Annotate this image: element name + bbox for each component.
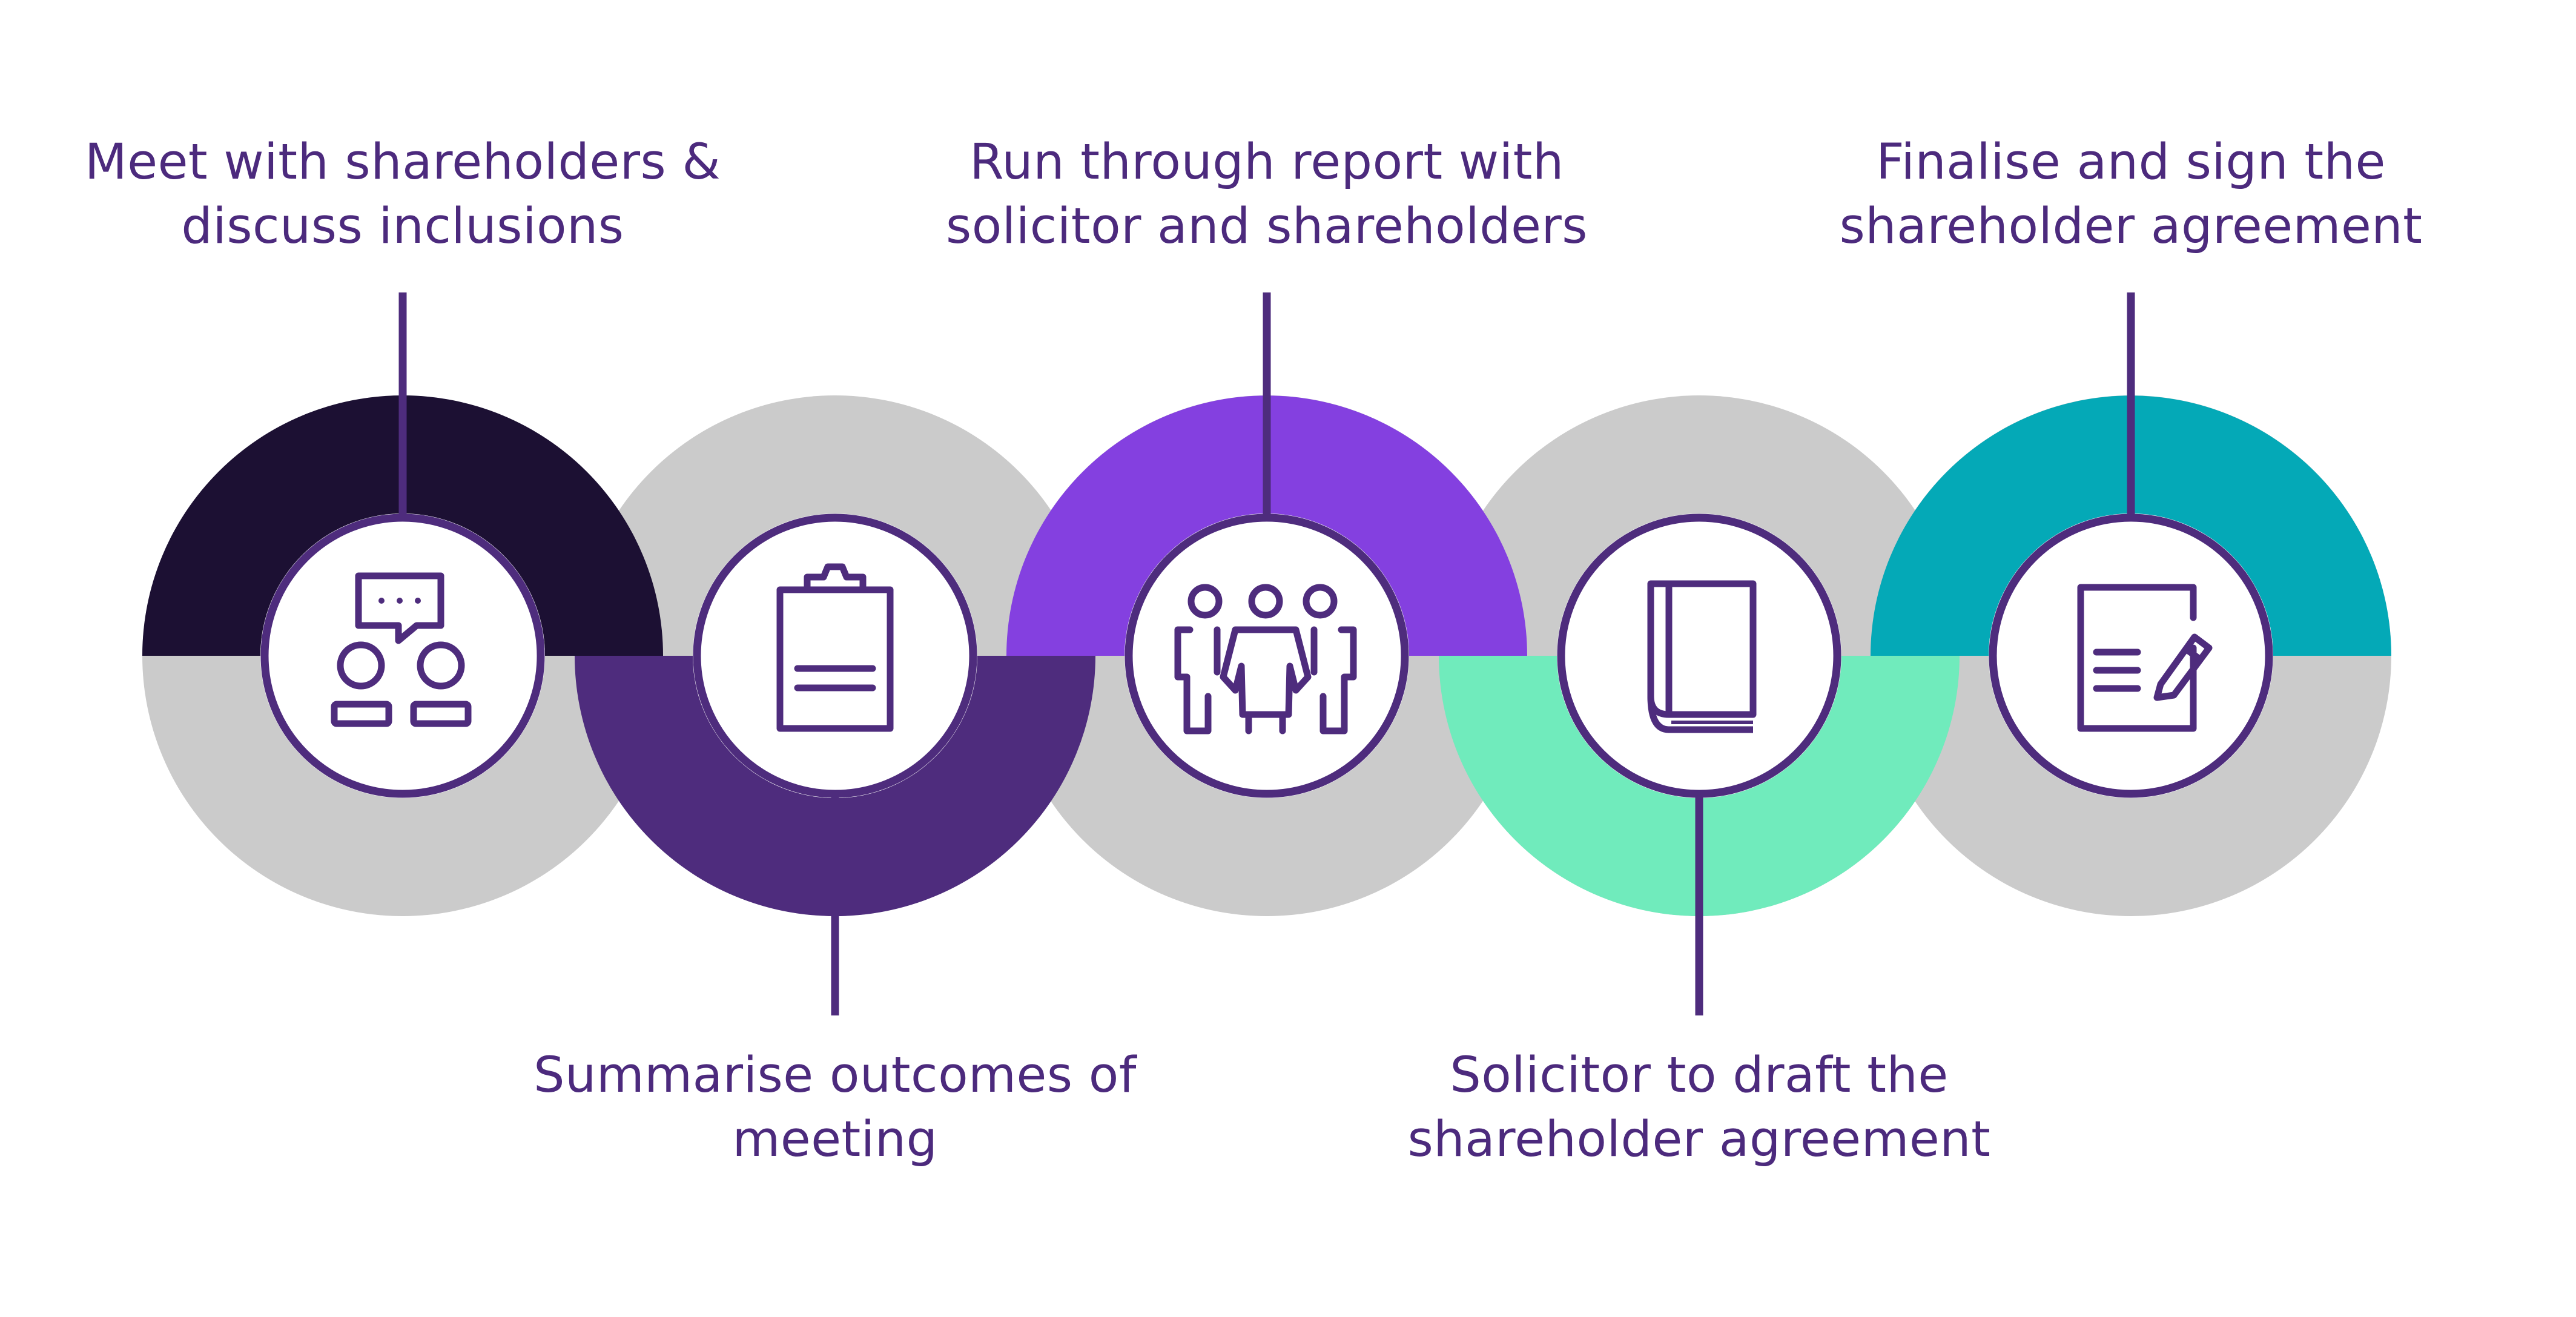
step-2-label: Summarise outcomes of meeting [502,1043,1168,1172]
icon-ring-5 [1989,513,2273,798]
connector-lines [398,292,2135,1015]
step-4-label: Solicitor to draft the shareholder agree… [1366,1043,2032,1172]
white-centre-2 [693,513,977,798]
white-centre-5 [1989,513,2273,798]
ring-half-2 [575,656,1095,916]
icon-ring-3 [1125,513,1409,798]
icon-ring-2 [693,513,977,798]
step-2-label-line-1: Summarise outcomes of [533,1047,1137,1104]
book-icon [1647,580,1757,733]
step-5-label-line-1: Finalise and sign the [1876,134,2386,191]
icon-ring-4 [1557,513,1841,798]
step-1-label: Meet with shareholders & discuss inclusi… [70,130,736,259]
ring-half-1 [142,395,663,656]
white-centre-4 [1557,513,1841,798]
white-centre-3 [1125,513,1409,798]
step-1-label-line-1: Meet with shareholders & [84,134,721,191]
step-5-label-line-2: shareholder agreement [1839,198,2423,255]
step-1-label-line-2: discuss inclusions [181,198,624,255]
step-3-label: Run through report with solicitor and sh… [934,130,1600,259]
ring-half-4 [1439,656,1960,916]
meeting-icon [331,572,472,727]
icon-rings [260,513,2273,798]
document-pen-icon [2077,584,2213,732]
ring-half-5 [1871,395,2391,656]
white-centres [260,513,2273,798]
icon-ring-1 [260,513,545,798]
step-4-label-line-2: shareholder agreement [1407,1111,1991,1168]
step-3-label-line-1: Run through report with [969,134,1564,191]
step-5-label: Finalise and sign the shareholder agreem… [1798,130,2464,259]
step-3-label-line-2: solicitor and shareholders [946,198,1588,255]
step-2-label-line-2: meeting [732,1111,938,1168]
clipboard-icon [776,563,894,732]
step-4-label-line-1: Solicitor to draft the [1450,1047,1949,1104]
group-icon [1174,584,1357,734]
ring-half-3 [1006,395,1527,656]
white-centre-1 [260,513,545,798]
